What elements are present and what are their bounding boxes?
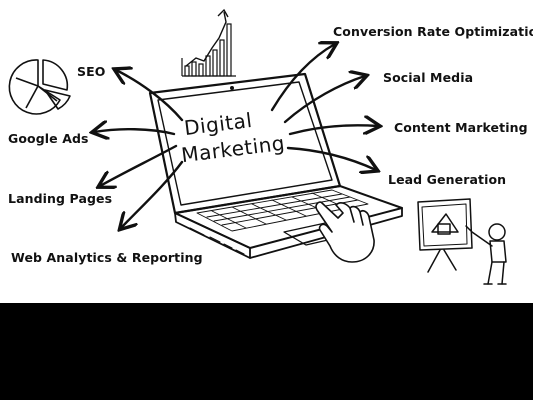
- laptop-icon: [148, 72, 403, 259]
- bar-graph-icon: [181, 8, 236, 77]
- pointing-hand-icon: [315, 201, 375, 263]
- topic-web-analytics: Web Analytics & Reporting: [11, 250, 203, 265]
- arrow-to-social-media: [283, 76, 365, 124]
- arrow-to-lead-generation: [286, 146, 376, 170]
- arrow-to-cro: [270, 44, 335, 112]
- arrow-to-google-ads: [94, 129, 176, 134]
- pie-chart-icon: [8, 59, 71, 115]
- arrow-to-seo: [116, 70, 184, 122]
- presenter-icon: [417, 198, 507, 285]
- bottom-black-band: [0, 303, 533, 400]
- arrow-to-landing-pages: [100, 144, 178, 186]
- topic-cro: Conversion Rate Optimization: [333, 24, 533, 39]
- arrow-to-web-analytics: [121, 160, 184, 228]
- topic-seo: SEO: [77, 64, 106, 79]
- topic-google-ads: Google Ads: [8, 131, 89, 146]
- topic-content-marketing: Content Marketing: [394, 120, 528, 135]
- topic-social-media: Social Media: [383, 70, 474, 85]
- topic-lead-generation: Lead Generation: [388, 172, 507, 187]
- diagram-artwork: [8, 8, 507, 285]
- arrow-to-content-marketing: [288, 125, 378, 134]
- topic-landing-pages: Landing Pages: [8, 191, 113, 206]
- diagram-canvas: Digital Marketing SEO Google Ads Landing…: [0, 0, 533, 303]
